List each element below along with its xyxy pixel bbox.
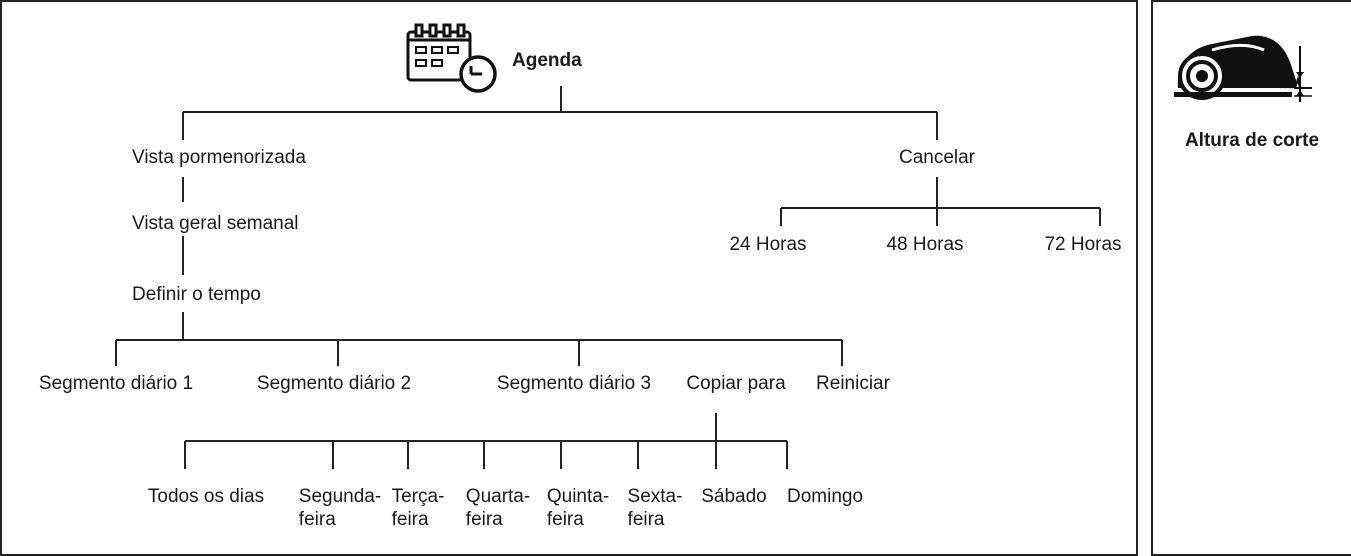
day-all[interactable]: Todos os dias [147, 486, 265, 507]
cancel-option-24h[interactable]: 24 Horas [729, 234, 807, 255]
segment-daily-2[interactable]: Segmento diário 2 [256, 373, 412, 394]
day-wednesday[interactable]: Quarta- feira [466, 485, 530, 531]
day-monday-line2: feira [298, 509, 336, 530]
menu-item-cancel[interactable]: Cancelar [898, 147, 976, 168]
day-thursday-line1: Quinta- [546, 486, 610, 507]
day-saturday[interactable]: Sábado [701, 486, 767, 507]
cancel-option-72h[interactable]: 72 Horas [1044, 234, 1122, 255]
menu-item-set-time[interactable]: Definir o tempo [132, 284, 261, 305]
segment-daily-3[interactable]: Segmento diário 3 [496, 373, 652, 394]
day-wednesday-line1: Quarta- [465, 486, 531, 507]
day-wednesday-line2: feira [465, 509, 503, 530]
reset[interactable]: Reiniciar [816, 373, 890, 394]
segment-daily-1[interactable]: Segmento diário 1 [38, 373, 194, 394]
cancel-option-48h[interactable]: 48 Horas [886, 234, 964, 255]
day-friday-line1: Sexta- [627, 486, 683, 507]
menu-item-weekly-overview[interactable]: Vista geral semanal [132, 213, 299, 234]
day-tuesday[interactable]: Terça- feira [392, 485, 445, 531]
day-friday[interactable]: Sexta- feira [628, 485, 683, 531]
day-thursday[interactable]: Quinta- feira [547, 485, 609, 531]
day-monday-line1: Segunda- [298, 486, 382, 507]
day-thursday-line2: feira [546, 509, 584, 530]
day-monday[interactable]: Segunda- feira [299, 485, 381, 531]
day-tuesday-line2: feira [391, 509, 429, 530]
copy-to[interactable]: Copiar para [686, 373, 786, 394]
day-tuesday-line1: Terça- [391, 486, 445, 507]
root-label[interactable]: Agenda [512, 50, 582, 71]
day-friday-line2: feira [627, 509, 665, 530]
calendar-clock-icon [406, 23, 497, 93]
menu-item-detailed-view[interactable]: Vista pormenorizada [132, 147, 306, 168]
cutting-height-title[interactable]: Altura de corte [1184, 130, 1320, 151]
day-sunday[interactable]: Domingo [786, 486, 864, 507]
robot-mower-icon [1174, 35, 1312, 102]
